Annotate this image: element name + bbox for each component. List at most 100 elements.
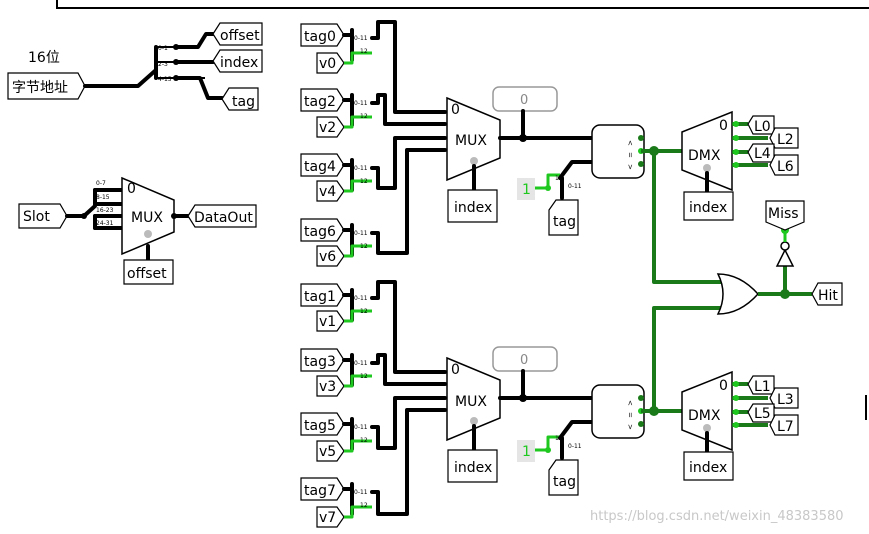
lower-comparator <box>591 384 645 439</box>
L4-label: L4 <box>754 146 771 162</box>
split-label: 0-11 <box>354 424 368 431</box>
tag3-label: tag3 <box>304 354 336 370</box>
split-label: 0-11 <box>354 165 368 172</box>
address-input-pin[interactable] <box>7 72 86 100</box>
upper-comparator <box>591 124 645 179</box>
v7-tunnel <box>316 506 345 528</box>
upper-mux-zero: 0 <box>451 102 460 118</box>
hit-pin[interactable] <box>811 282 843 306</box>
L4-pin[interactable] <box>747 143 775 163</box>
index-tunnel-label: index <box>220 55 258 71</box>
lower-dmx-index-label: index <box>689 460 727 476</box>
upper-dmx-name: DMX <box>688 148 721 164</box>
frame-border <box>56 0 869 9</box>
split-range-1: 2-3 <box>158 61 168 68</box>
index-tunnel <box>212 49 263 73</box>
split-label: 12 <box>360 48 368 55</box>
upper-constant-value: 1 <box>522 182 531 198</box>
split-label: 0-11 <box>354 230 368 237</box>
hit-label: Hit <box>818 288 838 304</box>
lower-group: tag1 v1 0-11 12 tag3 v3 0-11 12 tag5 v5 … <box>300 280 799 528</box>
split-label: 12 <box>360 308 368 315</box>
data-mux-name: MUX <box>131 210 163 226</box>
mux-range-3: 24-31 <box>96 220 114 227</box>
address-splitter: 16位 字节地址 0-1 2-3 4-15 offset index tag <box>7 22 263 111</box>
upper-mux-select-dot <box>470 157 478 165</box>
v0-label: v0 <box>319 56 336 72</box>
lower-mux-index-tunnel <box>447 449 498 483</box>
L0-pin[interactable] <box>747 115 775 135</box>
L2-label: L2 <box>777 132 794 148</box>
upper-probe-value: 0 <box>520 93 528 108</box>
lower-constant-value: 1 <box>522 444 531 460</box>
split-label: 12 <box>360 502 368 509</box>
mux-range-0: 0-7 <box>96 180 106 187</box>
offset-tunnel-label: offset <box>220 28 260 44</box>
v4-label: v4 <box>319 184 336 200</box>
lower-pair-1: tag3 v3 0-11 12 <box>300 348 447 397</box>
v5-label: v5 <box>319 444 336 460</box>
upper-mux-index-tunnel <box>447 189 498 223</box>
upper-dmx-zero: 0 <box>719 118 728 134</box>
L6-pin[interactable] <box>769 154 799 176</box>
split-label: 12 <box>360 437 368 444</box>
cmp-eq: = <box>626 412 634 418</box>
tag6-tunnel <box>300 218 345 242</box>
tag2-tunnel <box>300 88 345 112</box>
split-label: 12 <box>555 175 563 182</box>
L6-label: L6 <box>777 159 794 175</box>
split-label: 12 <box>360 373 368 380</box>
split-range-2: 4-15 <box>158 76 172 83</box>
lower-mux-zero: 0 <box>451 362 460 378</box>
tag5-tunnel <box>300 412 345 436</box>
L7-pin[interactable] <box>769 414 799 436</box>
miss-pin[interactable] <box>765 200 805 231</box>
tag2-label: tag2 <box>304 94 336 110</box>
v1-tunnel <box>316 310 345 332</box>
mux-offset-tunnel <box>123 259 174 285</box>
slot-input-pin[interactable] <box>18 203 68 229</box>
L0-label: L0 <box>754 119 771 135</box>
split-label: 12 <box>360 243 368 250</box>
cmp-lt: < <box>626 400 634 406</box>
upper-mux-index-label: index <box>454 200 492 216</box>
lower-probe-value: 0 <box>520 353 528 368</box>
split-label: 12 <box>555 435 563 442</box>
upper-pair-1: tag2 v2 0-11 12 <box>300 88 447 138</box>
v4-tunnel <box>316 180 345 202</box>
watermark-text: https://blog.csdn.net/weixin_48383580 <box>590 509 844 524</box>
upper-pair-2: tag4 v4 0-11 12 <box>300 136 447 202</box>
tag3-tunnel <box>300 348 345 372</box>
upper-group: tag0 v0 0-11 12 tag2 v2 0-11 12 tag4 v4 … <box>300 20 799 284</box>
L5-pin[interactable] <box>747 403 775 423</box>
upper-constant <box>517 178 535 200</box>
v6-tunnel <box>316 245 345 267</box>
upper-dmx-index-label: index <box>689 200 727 216</box>
upper-dmx-index-tunnel <box>683 191 734 221</box>
split-range-0: 0-1 <box>158 45 168 52</box>
tag7-label: tag7 <box>304 483 336 499</box>
v1-label: v1 <box>319 314 336 330</box>
tag0-label: tag0 <box>304 29 336 45</box>
upper-tag-tunnel <box>548 199 579 236</box>
tag-tunnel-label: tag <box>232 94 255 110</box>
lower-tag-tunnel <box>548 459 579 496</box>
L1-pin[interactable] <box>747 375 775 395</box>
v5-tunnel <box>316 440 345 462</box>
split-label: 0-11 <box>568 183 582 190</box>
mux-range-2: 16-23 <box>96 207 114 214</box>
lower-dmx <box>681 370 733 452</box>
upper-pair-3: tag6 v6 0-11 12 <box>300 148 447 267</box>
not-gate <box>775 248 795 267</box>
lower-dmx-index-tunnel <box>683 451 734 481</box>
data-mux-block: Slot 0-7 8-15 16-23 24-31 0 MUX DataOut … <box>18 176 257 285</box>
upper-mux <box>446 96 501 182</box>
split-label: 0-11 <box>354 295 368 302</box>
dataout-label: DataOut <box>194 210 253 226</box>
lower-dmx-name: DMX <box>688 408 721 424</box>
L5-label: L5 <box>754 406 771 422</box>
split-label: 0-11 <box>354 360 368 367</box>
dataout-pin[interactable] <box>187 204 257 228</box>
v2-label: v2 <box>319 120 336 136</box>
